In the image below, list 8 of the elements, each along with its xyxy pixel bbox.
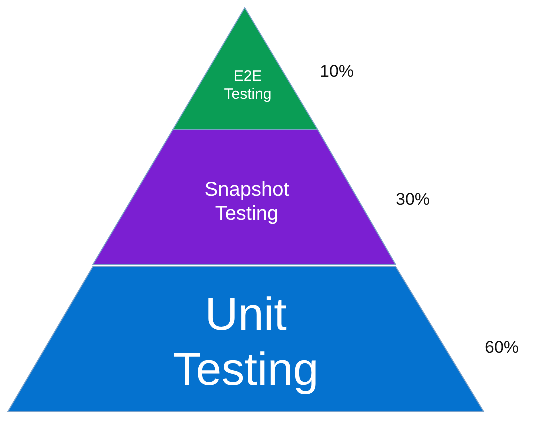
percentage-label: 10% [320, 62, 354, 82]
tier-label: Snapshot Testing [204, 178, 290, 226]
pyramid-tier [93, 130, 396, 265]
percentage-label: 60% [485, 338, 520, 358]
tier-label: Unit Testing [172, 286, 320, 397]
pyramid-tier [8, 267, 484, 412]
percentage-label: 30% [396, 190, 430, 210]
tier-label: E2E Testing [223, 68, 273, 104]
